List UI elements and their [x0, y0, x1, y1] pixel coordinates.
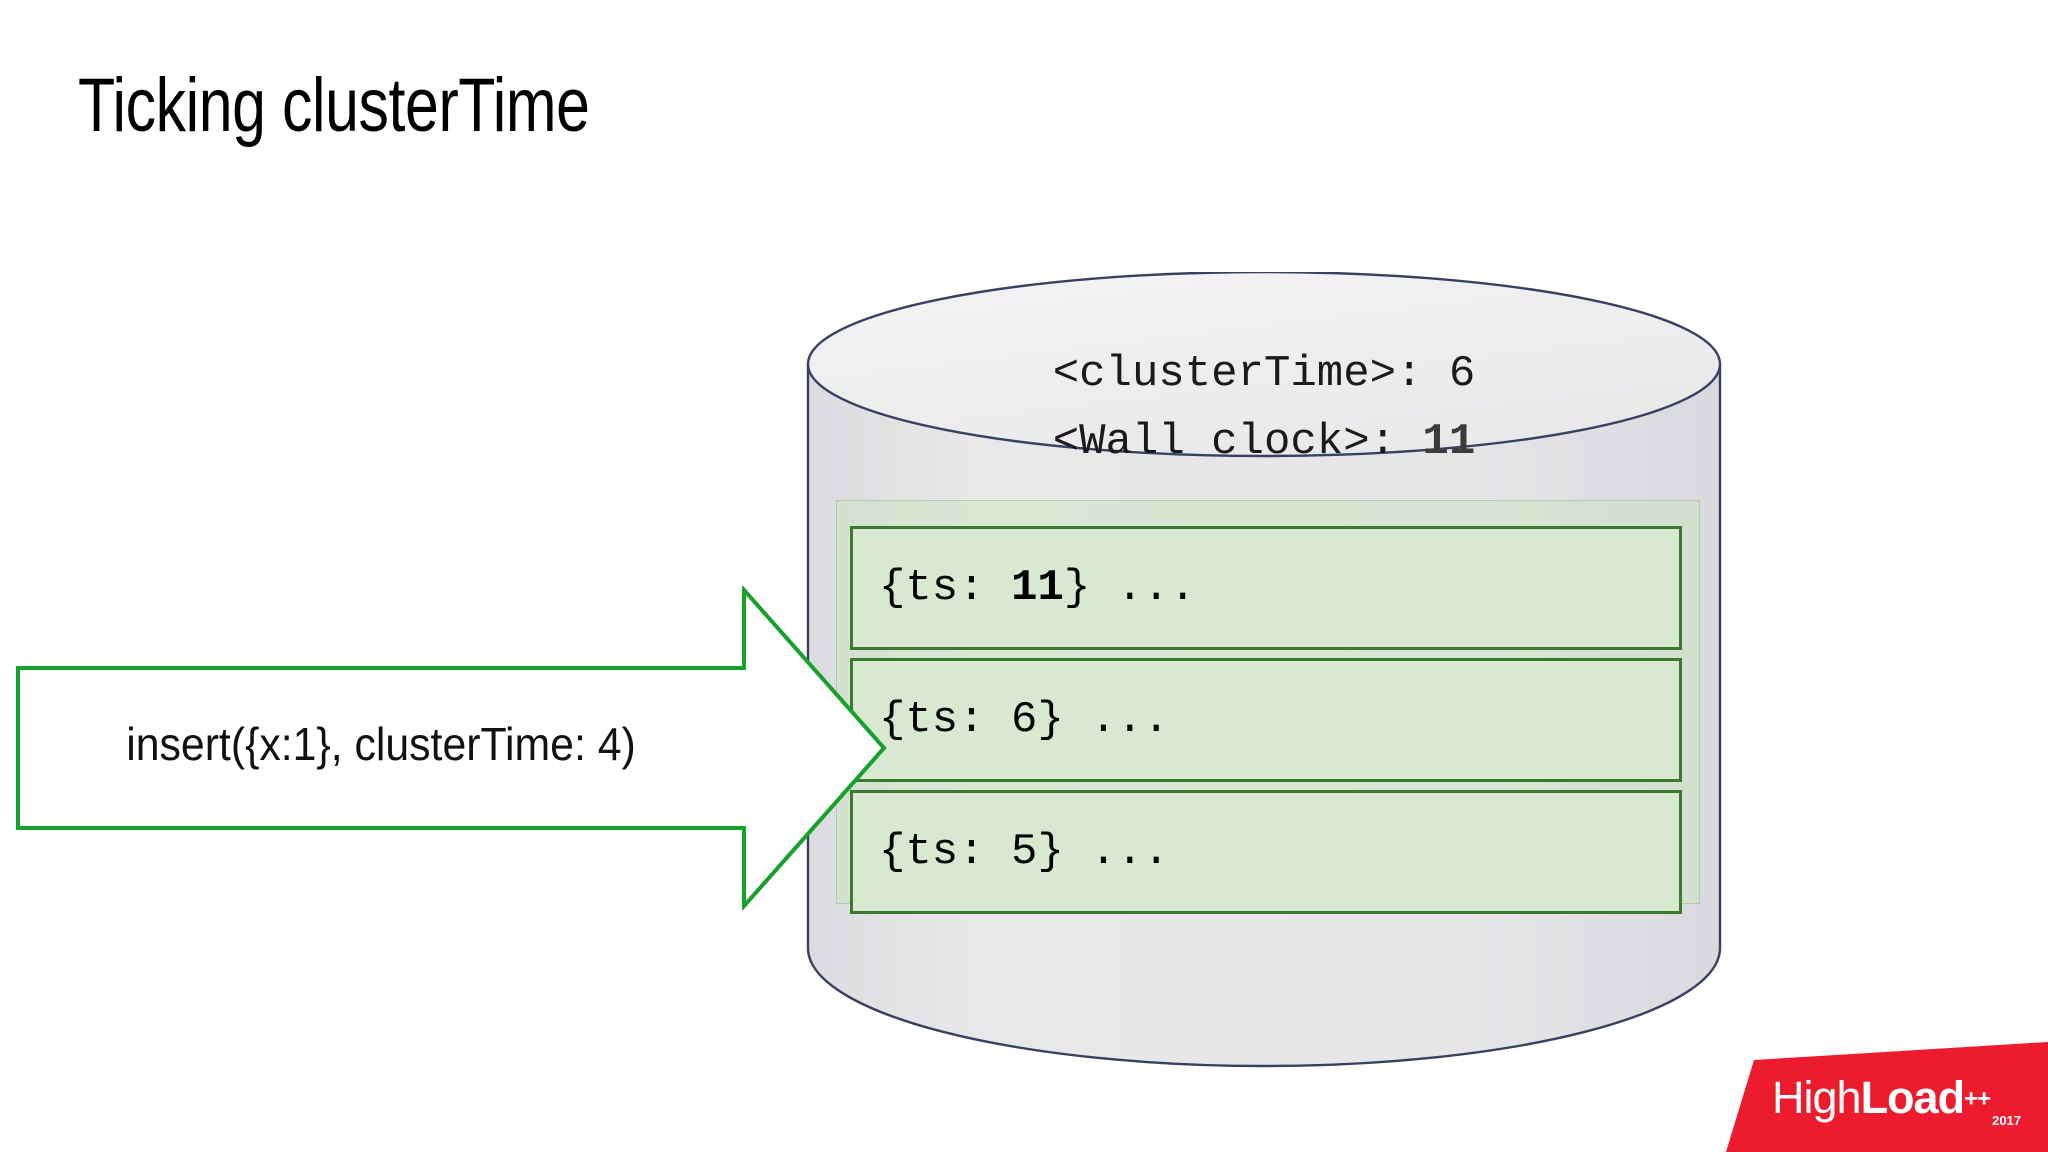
logo-wordmark: HighLoad++2017 [1772, 1072, 2021, 1128]
logo-banner-shape [1726, 1042, 2048, 1152]
doc-prefix: {ts: [879, 827, 1012, 877]
logo-year-text: 2017 [1992, 1113, 2022, 1128]
page-title: Ticking clusterTime [78, 63, 590, 148]
cylinder-header: <clusterTime>: 6 <Wall clock>: 11 [806, 272, 1722, 544]
doc-prefix: {ts: [879, 695, 1012, 745]
insert-arrow-label: insert({x:1}, clusterTime: 4) [126, 718, 636, 770]
arrow-right-icon [16, 586, 887, 910]
table-row[interactable]: {ts: 5} ... [850, 790, 1682, 914]
document-text: {ts: 5} ... [879, 827, 1169, 877]
doc-value: 6 [1011, 695, 1038, 745]
document-text: {ts: 11} ... [879, 563, 1196, 613]
wall-clock-value: 11 [1422, 417, 1476, 467]
doc-suffix: } ... [1037, 695, 1170, 745]
doc-value: 11 [1011, 563, 1064, 613]
cluster-time-label: <clusterTime>: [1052, 349, 1449, 399]
table-row[interactable]: {ts: 6} ... [850, 658, 1682, 782]
logo-plus-text: ++ [1964, 1085, 1991, 1113]
database-cylinder: <clusterTime>: 6 <Wall clock>: 11 {ts: 1… [806, 272, 1722, 1072]
insert-arrow: insert({x:1}, clusterTime: 4) [16, 586, 888, 910]
table-row[interactable]: {ts: 11} ... [850, 526, 1682, 650]
wall-clock-label: <Wall clock>: [1052, 417, 1423, 467]
logo-load-text: Load [1860, 1072, 1965, 1123]
wall-clock-line: <Wall clock>: 11 [806, 408, 1722, 476]
logo-high-text: High [1772, 1072, 1862, 1123]
doc-suffix: } ... [1037, 827, 1170, 877]
document-text: {ts: 6} ... [879, 695, 1169, 745]
doc-value: 5 [1011, 827, 1038, 877]
doc-prefix: {ts: [879, 563, 1012, 613]
cluster-time-line: <clusterTime>: 6 [806, 340, 1722, 408]
cluster-time-value: 6 [1448, 349, 1476, 399]
documents-list: {ts: 11} ... {ts: 6} ... {ts: 5} ... [850, 526, 1682, 922]
highload-logo: HighLoad++2017 [1726, 1042, 2048, 1152]
doc-suffix: } ... [1063, 563, 1196, 613]
